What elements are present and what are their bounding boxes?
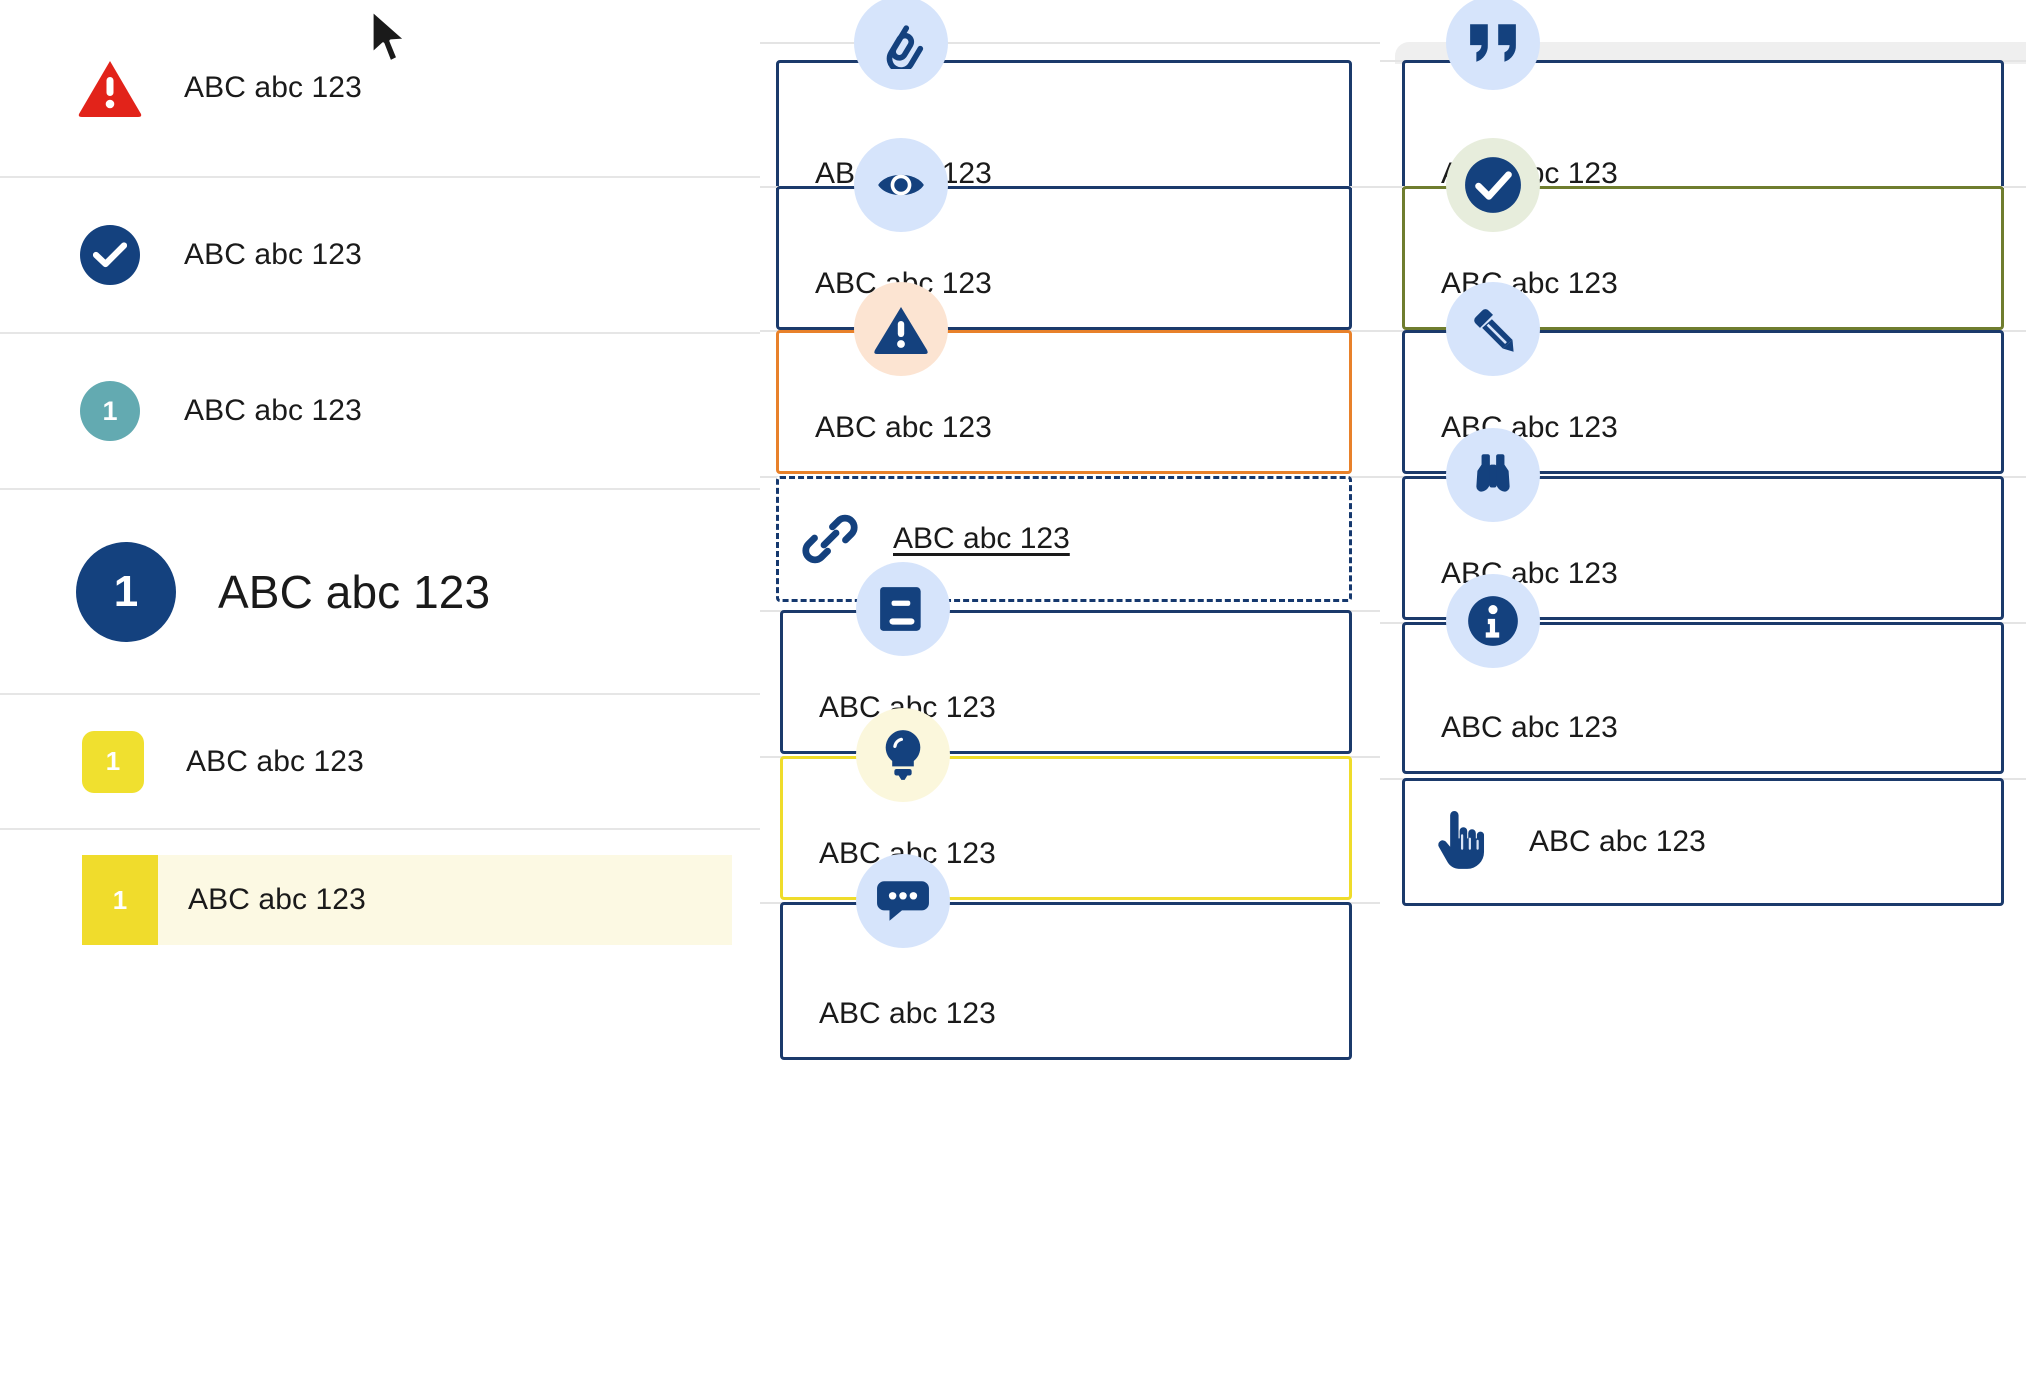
card-label: ABC abc 123 <box>819 997 996 1030</box>
info-circle-icon <box>1446 574 1540 668</box>
card-label: ABC abc 123 <box>1441 711 1618 744</box>
right-card-column: ABC abc 123 ABC abc 123 <box>1380 0 2026 906</box>
pencil-icon <box>1446 282 1540 376</box>
sidebar-item-label: ABC abc 123 <box>184 238 362 271</box>
binoculars-icon <box>1446 428 1540 522</box>
check-circle-icon <box>80 225 140 285</box>
card-slot: ABC abc 123 <box>1380 574 2026 774</box>
sidebar: ABC abc 123 ABC abc 123 1 ABC abc 123 1 … <box>0 0 760 1392</box>
card-label: ABC abc 123 <box>815 411 992 444</box>
sidebar-item-yellow-step[interactable]: 1 ABC abc 123 <box>0 695 760 830</box>
card-slot: ABC abc 123 <box>760 138 1380 330</box>
card-slot: ABC abc 123 <box>1380 428 2026 620</box>
card-label: ABC abc 123 <box>1529 825 1706 858</box>
eye-icon <box>854 138 948 232</box>
middle-card-column: ABC abc 123 ABC abc 123 <box>760 0 1380 1060</box>
lightbulb-icon <box>856 708 950 802</box>
mouse-pointer-icon <box>368 8 414 75</box>
sidebar-item-selected[interactable]: 1 ABC abc 123 <box>0 830 760 970</box>
badge-number: 1 <box>112 884 128 915</box>
sidebar-item-label: ABC abc 123 <box>188 883 366 916</box>
hand-pointer-icon <box>1435 811 1487 873</box>
warning-triangle-icon <box>78 59 142 117</box>
card-slot: ABC abc 123 <box>1380 138 2026 330</box>
sidebar-item-success[interactable]: ABC abc 123 <box>0 178 760 334</box>
number-badge-icon: 1 <box>82 855 158 945</box>
warning-triangle-icon <box>854 282 948 376</box>
badge-number: 1 <box>102 395 118 426</box>
sidebar-item-primary-step[interactable]: 1 ABC abc 123 <box>0 490 760 695</box>
card-slot: ABC abc 123 <box>760 708 1380 900</box>
sidebar-item-error[interactable]: ABC abc 123 <box>0 0 760 178</box>
action-card[interactable]: ABC abc 123 <box>1402 778 2004 906</box>
card-slot: ABC abc 123 <box>1380 282 2026 474</box>
card-slot: ABC abc 123 <box>760 562 1380 754</box>
card-slot: ABC abc 123 <box>1380 0 2026 220</box>
number-badge-icon: 1 <box>80 381 140 441</box>
badge-number: 1 <box>105 746 121 776</box>
card-label: ABC abc 123 <box>893 522 1070 555</box>
sidebar-item-label: ABC abc 123 <box>186 744 364 778</box>
sidebar-item-label: ABC abc 123 <box>184 71 362 104</box>
chain-link-icon <box>801 510 859 568</box>
number-badge-icon: 1 <box>76 541 176 642</box>
sidebar-item-teal-step[interactable]: 1 ABC abc 123 <box>0 334 760 490</box>
card-slot: ABC abc 123 <box>760 432 1380 602</box>
card-slot: ABC abc 123 <box>760 0 1380 220</box>
sidebar-item-label: ABC abc 123 <box>184 394 362 427</box>
chat-bubble-icon <box>856 854 950 948</box>
badge-number: 1 <box>113 566 139 616</box>
card-slot: ABC abc 123 <box>760 854 1380 1060</box>
warning-card[interactable]: ABC abc 123 <box>776 330 1352 474</box>
card-slot: ABC abc 123 <box>1380 734 2026 906</box>
page-corner-notch <box>1395 42 2026 64</box>
quote-marks-icon <box>1446 0 1540 90</box>
book-icon <box>856 562 950 656</box>
sidebar-item-label: ABC abc 123 <box>218 565 491 618</box>
card-slot: ABC abc 123 <box>760 282 1380 474</box>
paperclip-icon <box>854 0 948 90</box>
number-badge-icon: 1 <box>82 730 144 793</box>
check-circle-icon <box>1446 138 1540 232</box>
